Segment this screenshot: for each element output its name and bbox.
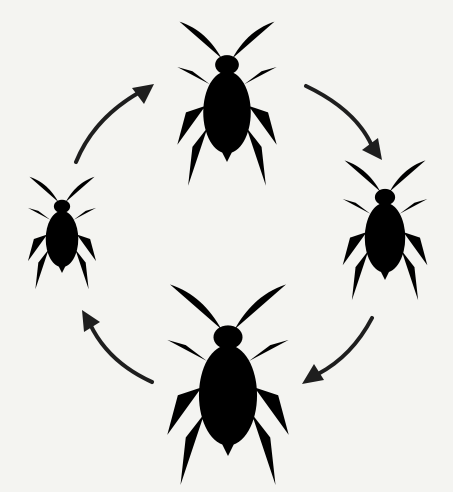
aphid-right-icon xyxy=(343,160,428,300)
aphid-bottom-icon xyxy=(167,284,288,485)
arrow-left-to-top xyxy=(76,84,154,162)
aphid-left-icon xyxy=(28,177,96,289)
arrow-top-to-right xyxy=(306,86,382,160)
aphid-top-icon xyxy=(177,22,276,186)
arrow-right-to-bottom xyxy=(302,318,372,384)
arrow-bottom-to-left xyxy=(82,310,152,382)
